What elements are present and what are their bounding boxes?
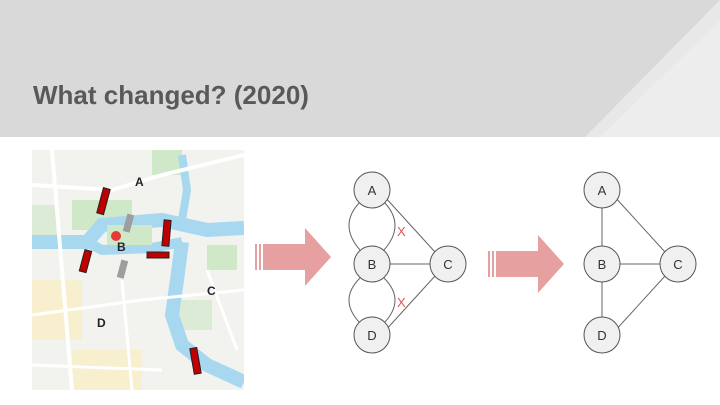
node-b-label: B: [368, 257, 377, 272]
map-label-b: B: [117, 240, 126, 254]
node-c-label: C: [673, 257, 682, 272]
node-d: [583, 316, 621, 354]
slide-header: [0, 0, 720, 137]
node-c-label: C: [443, 257, 452, 272]
bridge-marker: [96, 187, 111, 216]
bridge-marker: [189, 346, 202, 375]
node-a-label: A: [598, 183, 607, 198]
edge: [348, 277, 361, 324]
edge: [383, 275, 436, 333]
node-a: [583, 171, 621, 209]
node-d-label: D: [597, 328, 606, 343]
edge: [383, 277, 396, 324]
edge: [383, 195, 436, 253]
header-decoration: [585, 0, 720, 137]
map-label-c: C: [207, 284, 216, 298]
removed-edge-mark: X: [397, 295, 406, 310]
edge: [613, 195, 666, 253]
node-b: [583, 245, 621, 283]
bridge-marker: [161, 219, 172, 247]
node-b: [353, 245, 391, 283]
graph-before: X X A B C D: [348, 171, 467, 354]
map-canvas: [32, 150, 244, 390]
removed-edge-mark: X: [397, 224, 406, 239]
edge: [348, 201, 361, 251]
node-a-label: A: [368, 183, 377, 198]
node-c: [429, 245, 467, 283]
node-c: [659, 245, 697, 283]
transition-arrow-1: [255, 228, 331, 286]
node-a: [353, 171, 391, 209]
transition-arrow-2: [488, 235, 564, 293]
edge: [613, 275, 666, 333]
slide-title: What changed? (2020): [33, 80, 309, 110]
map-label-d: D: [97, 316, 106, 330]
edge: [383, 201, 396, 251]
bridge-marker: [78, 248, 93, 274]
city-map: A B C D: [32, 150, 244, 390]
node-d: [353, 316, 391, 354]
node-b-label: B: [598, 257, 607, 272]
node-d-label: D: [367, 328, 376, 343]
graph-after: A B C D: [583, 171, 697, 354]
location-pin-icon: [111, 231, 121, 241]
bridge-marker: [146, 251, 170, 259]
map-label-a: A: [135, 175, 144, 189]
